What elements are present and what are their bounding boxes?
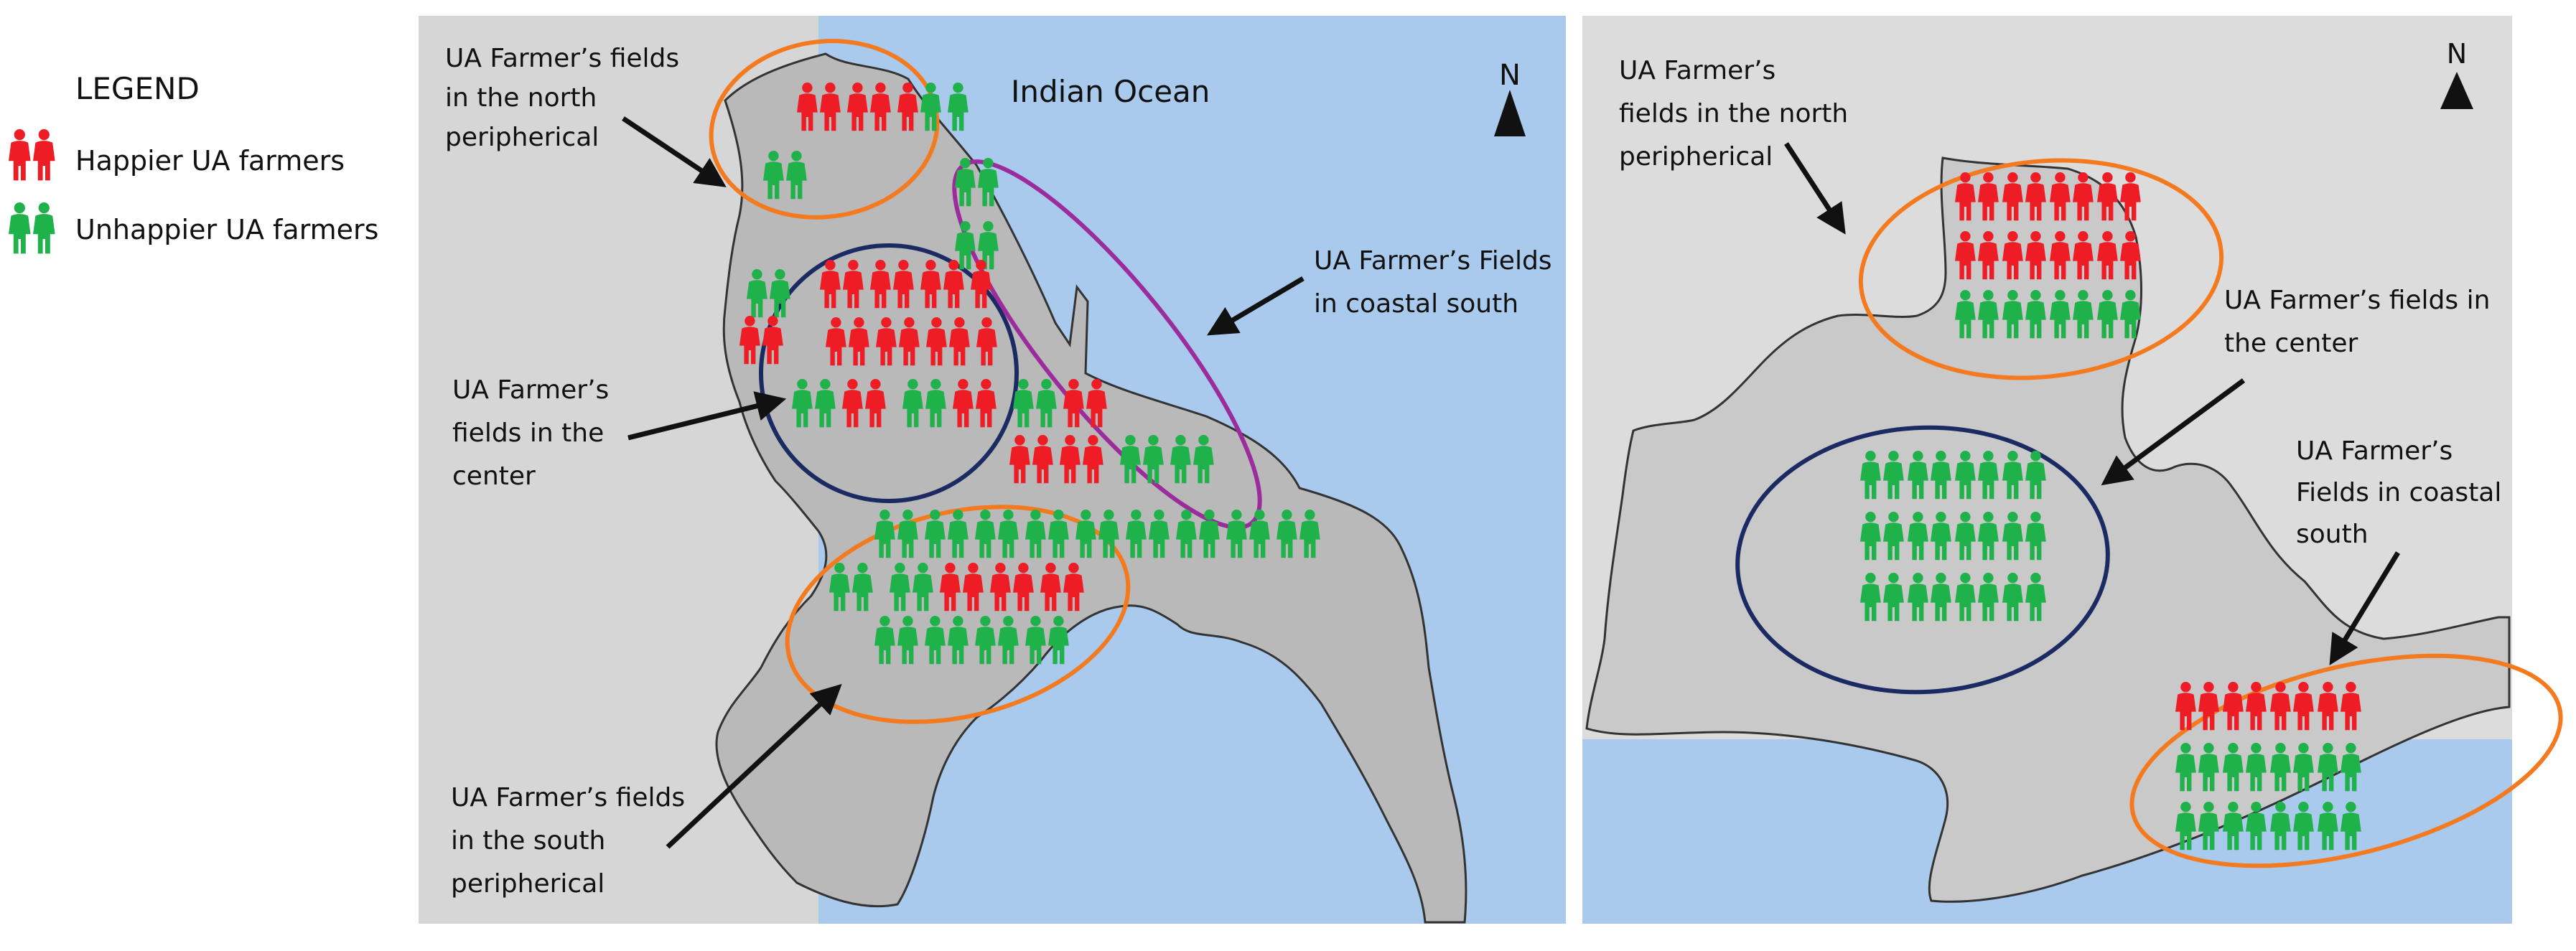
left-arrow-north <box>622 116 727 187</box>
left-ellipse-north <box>709 39 940 220</box>
legend-title: LEGEND <box>75 71 200 106</box>
right-arrow-center <box>2101 378 2246 486</box>
right-arrow-north <box>1784 142 1846 235</box>
right-arrow-coastal <box>2329 551 2400 665</box>
left-north-arrow-icon <box>1494 90 1526 136</box>
left-label-center: UA Farmer’s fields in the center <box>452 375 617 491</box>
legend-unhappy-label: Unhappier UA farmers <box>75 214 378 245</box>
legend: LEGEND Happier UA farmers Unhappier UA f… <box>9 71 378 253</box>
left-label-south: UA Farmer’s fields in the south peripher… <box>451 783 694 899</box>
right-map: N UA Farmer’s fields in the north periph… <box>1582 16 2563 924</box>
legend-happy-label: Happier UA farmers <box>75 145 345 177</box>
right-label-north: UA Farmer’s fields in the north peripher… <box>1619 56 1857 172</box>
right-north-letter: N <box>2447 38 2467 70</box>
legend-happy-icon <box>9 129 55 180</box>
left-arrow-south <box>666 683 842 849</box>
left-map: N Indian Ocean UA Farmer’s fields in the… <box>419 16 1566 924</box>
left-arrow-center <box>627 391 787 441</box>
left-ellipse-center <box>759 243 1019 503</box>
right-north-arrow-icon <box>2440 72 2473 109</box>
right-ellipse-center <box>1735 425 2110 695</box>
left-label-north: UA Farmer’s fields in the north peripher… <box>445 44 688 152</box>
left-north-letter: N <box>1499 59 1521 92</box>
right-label-coastal: UA Farmer’s Fields in coastal south <box>2296 436 2510 549</box>
right-ellipse-north <box>1858 158 2224 380</box>
right-label-center: UA Farmer’s fields in the center <box>2224 286 2498 358</box>
right-ellipse-coastal <box>2129 653 2563 868</box>
legend-unhappy-icon <box>9 202 55 253</box>
left-label-coastal: UA Farmer’s Fields in coastal south <box>1314 246 1560 319</box>
left-arrow-coastal <box>1206 276 1305 336</box>
left-ocean-label: Indian Ocean <box>1011 74 1210 109</box>
